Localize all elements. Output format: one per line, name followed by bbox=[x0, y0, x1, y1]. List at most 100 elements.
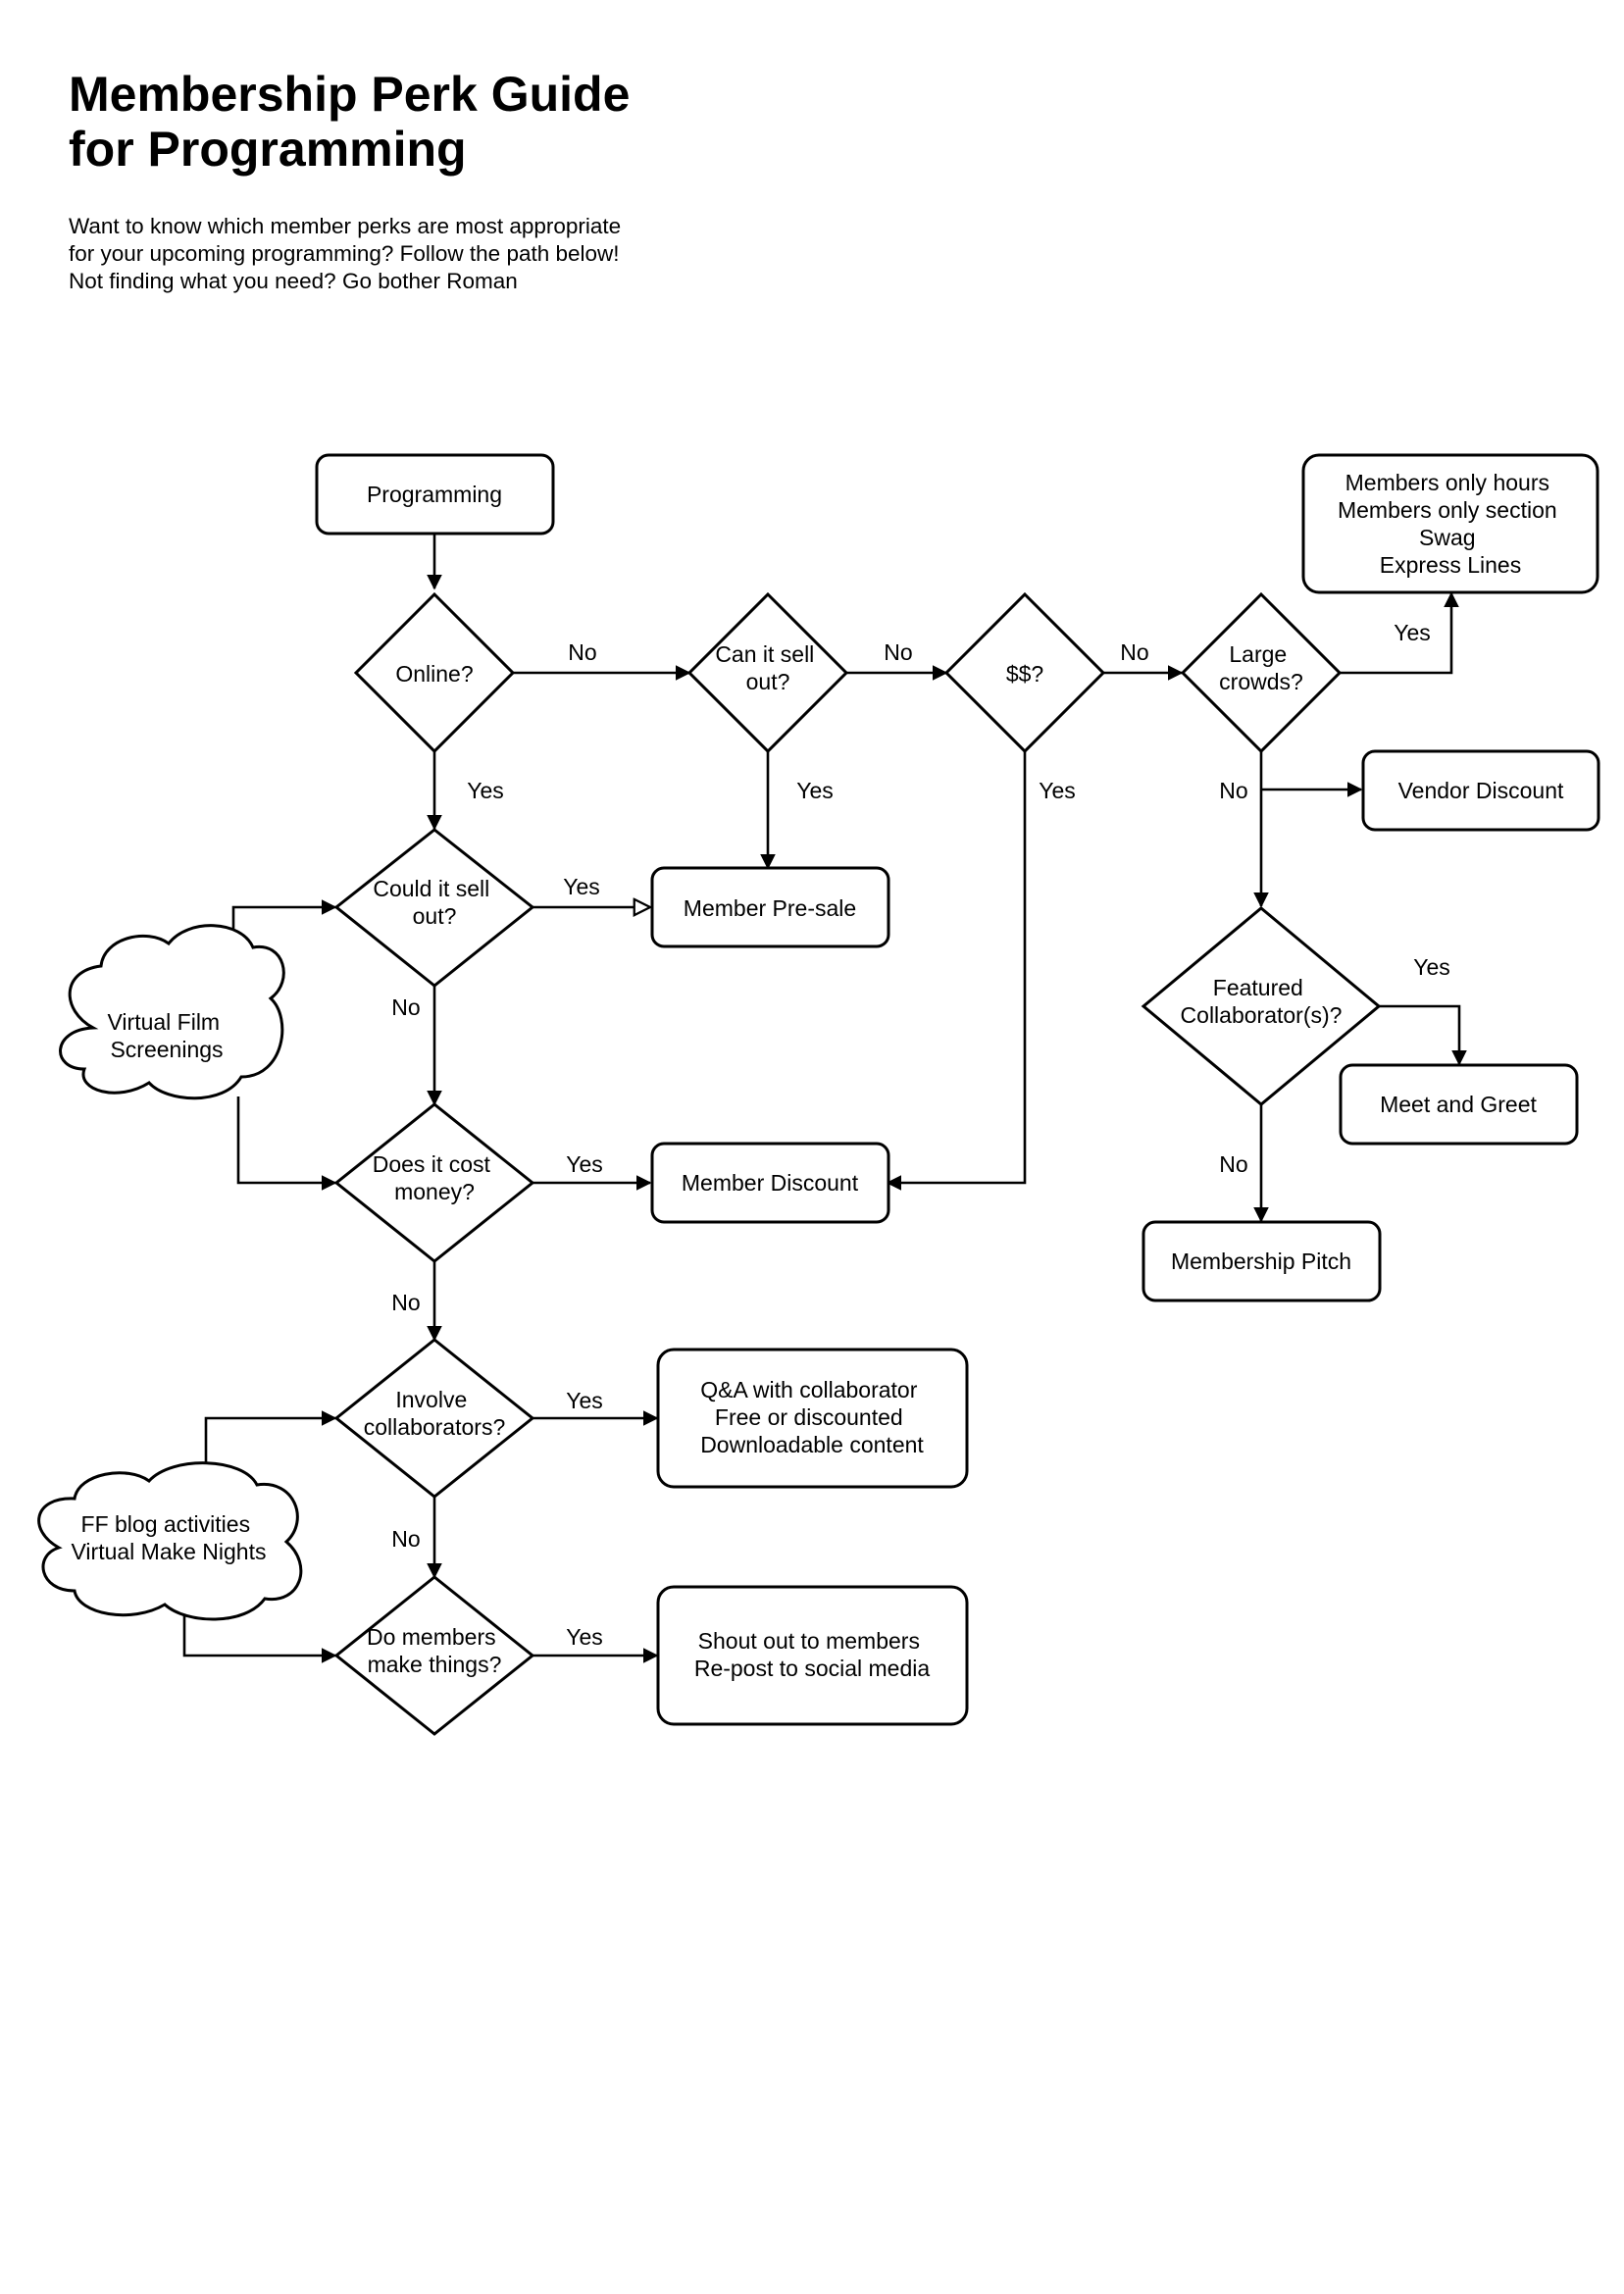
outcome-box bbox=[650, 866, 890, 948]
nodes: Programming Online? Can it sell out? $$?… bbox=[37, 453, 1600, 1736]
edge-money-discount bbox=[886, 751, 1027, 1191]
decision-could-sell-out-line-1: Could it sell bbox=[373, 876, 489, 901]
decision-featured-collab: Featured Collaborator(s)? bbox=[1181, 975, 1343, 1028]
outcome-box bbox=[656, 1348, 969, 1489]
label-online-yes: Yes bbox=[467, 778, 504, 803]
outcome-vendor-discount: Vendor Discount bbox=[1398, 778, 1564, 803]
outcome-meet-greet: Meet and Greet bbox=[1380, 1092, 1537, 1117]
label-featured-no: No bbox=[1219, 1151, 1247, 1177]
cloud-virtual-film-line-2: Screenings bbox=[110, 1037, 223, 1062]
decision-can-sell-out-line-1: Can it sell bbox=[715, 641, 814, 667]
outcome-membership-pitch-line: Membership Pitch bbox=[1171, 1249, 1351, 1274]
outcome-box bbox=[656, 1585, 969, 1726]
node-programming: Programming bbox=[367, 482, 502, 507]
label-make-yes: Yes bbox=[566, 1624, 603, 1650]
decision-diamond bbox=[333, 828, 535, 988]
decision-diamond bbox=[333, 1575, 535, 1736]
title-line-1: Membership Perk Guide bbox=[69, 67, 631, 122]
outcome-member-presale-line: Member Pre-sale bbox=[684, 895, 856, 921]
outcome-box bbox=[1301, 453, 1599, 594]
outcome-vendor-discount-line: Vendor Discount bbox=[1398, 778, 1564, 803]
outcome-members-only: Members only hours Members only section … bbox=[1338, 470, 1563, 578]
decision-featured-collab-line-2: Collaborator(s)? bbox=[1181, 1002, 1343, 1028]
page-title: Membership Perk Guide for Programming bbox=[69, 67, 630, 177]
decision-large-crowds: Large crowds? bbox=[1219, 641, 1303, 694]
outcome-membership-pitch: Membership Pitch bbox=[1171, 1249, 1351, 1274]
edge-labels: No No No Yes Yes Yes Yes No Yes No Yes Y… bbox=[391, 620, 1449, 1650]
decision-could-sell-out-line-2: out? bbox=[413, 903, 457, 929]
decision-featured-collab-line-1: Featured bbox=[1213, 975, 1303, 1000]
connectors bbox=[182, 535, 1467, 1663]
title-line-2: for Programming bbox=[69, 122, 467, 177]
node-programming-line: Programming bbox=[367, 482, 502, 507]
decision-cost-money: Does it cost money? bbox=[373, 1151, 497, 1204]
outcome-box bbox=[1361, 749, 1600, 832]
label-sellout-yes: Yes bbox=[796, 778, 834, 803]
outcome-qa-collab-line-1: Q&A with collaborator bbox=[700, 1377, 918, 1402]
outcome-shout-out-line-1: Shout out to members bbox=[698, 1628, 920, 1654]
decision-can-sell-out: Can it sell out? bbox=[715, 641, 820, 694]
decision-diamond bbox=[333, 1102, 535, 1263]
description-line-1: Want to know which member perks are most… bbox=[69, 214, 622, 238]
decision-large-crowds-line-2: crowds? bbox=[1219, 669, 1303, 694]
edge-ffblog-involve bbox=[204, 1410, 337, 1481]
decision-money-line: $$? bbox=[1006, 661, 1043, 687]
outcome-box bbox=[1339, 1063, 1579, 1146]
decision-large-crowds-line-1: Large bbox=[1229, 641, 1287, 667]
page-description: Want to know which member perks are most… bbox=[69, 213, 621, 295]
decision-members-make-line-1: Do members bbox=[367, 1624, 496, 1650]
decision-can-sell-out-line-2: out? bbox=[746, 669, 790, 694]
decision-diamond bbox=[333, 1338, 535, 1499]
decision-involve-collab-line-1: Involve bbox=[395, 1387, 467, 1412]
label-online-no: No bbox=[568, 639, 596, 665]
outcome-qa-collab-line-2: Free or discounted bbox=[715, 1404, 903, 1430]
start-box bbox=[315, 453, 555, 535]
label-could-no: No bbox=[391, 994, 420, 1020]
description-line-3: Not finding what you need? Go bother Rom… bbox=[69, 269, 518, 293]
decision-online: Online? bbox=[395, 661, 473, 687]
cloud-ff-blog: FF blog activities Virtual Make Nights bbox=[72, 1511, 267, 1564]
decision-money: $$? bbox=[1006, 661, 1043, 687]
decision-involve-collab: Involve collaborators? bbox=[364, 1387, 505, 1440]
decision-diamond bbox=[1180, 591, 1343, 754]
outcome-members-only-line-3: Swag bbox=[1419, 525, 1476, 550]
outcome-member-discount: Member Discount bbox=[682, 1170, 859, 1196]
label-crowds-yes: Yes bbox=[1394, 620, 1431, 645]
decision-members-make: Do members make things? bbox=[367, 1624, 502, 1677]
label-money-yes: Yes bbox=[1039, 778, 1076, 803]
decision-diamond bbox=[943, 591, 1106, 754]
outcome-shout-out: Shout out to members Re-post to social m… bbox=[694, 1628, 931, 1681]
decision-online-line: Online? bbox=[395, 661, 473, 687]
label-sellout-no: No bbox=[884, 639, 912, 665]
cloud-ff-blog-line-1: FF blog activities bbox=[81, 1511, 251, 1537]
decision-could-sell-out: Could it sell out? bbox=[373, 876, 495, 929]
edge-virtualfilm-cost bbox=[236, 1096, 337, 1191]
outcome-members-only-line-4: Express Lines bbox=[1380, 552, 1521, 578]
decision-involve-collab-line-2: collaborators? bbox=[364, 1414, 505, 1440]
outcome-qa-collab-line-3: Downloadable content bbox=[700, 1432, 924, 1457]
decision-diamond bbox=[353, 591, 516, 754]
cloud-shape bbox=[37, 1461, 303, 1621]
label-crowds-no: No bbox=[1219, 778, 1247, 803]
label-involve-no: No bbox=[391, 1526, 420, 1552]
decision-members-make-line-2: make things? bbox=[368, 1652, 502, 1677]
decision-diamond bbox=[1141, 906, 1382, 1106]
cloud-shape bbox=[59, 924, 285, 1100]
decision-cost-money-line-2: money? bbox=[394, 1179, 475, 1204]
label-cost-yes: Yes bbox=[566, 1151, 603, 1177]
edge-featured-meet bbox=[1379, 1004, 1467, 1066]
label-featured-yes: Yes bbox=[1413, 954, 1450, 980]
label-could-yes: Yes bbox=[563, 874, 600, 899]
label-cost-no: No bbox=[391, 1290, 420, 1315]
outcome-member-presale: Member Pre-sale bbox=[684, 895, 856, 921]
outcome-member-discount-line: Member Discount bbox=[682, 1170, 859, 1196]
outcome-box bbox=[650, 1142, 890, 1224]
description-line-2: for your upcoming programming? Follow th… bbox=[69, 241, 620, 266]
edge-crowds-membersonly bbox=[1340, 591, 1459, 675]
outcome-meet-greet-line: Meet and Greet bbox=[1380, 1092, 1537, 1117]
cloud-ff-blog-line-2: Virtual Make Nights bbox=[72, 1539, 267, 1564]
decision-cost-money-line-1: Does it cost bbox=[373, 1151, 491, 1177]
outcome-members-only-line-2: Members only section bbox=[1338, 497, 1557, 523]
cloud-virtual-film-line-1: Virtual Film bbox=[108, 1009, 221, 1035]
